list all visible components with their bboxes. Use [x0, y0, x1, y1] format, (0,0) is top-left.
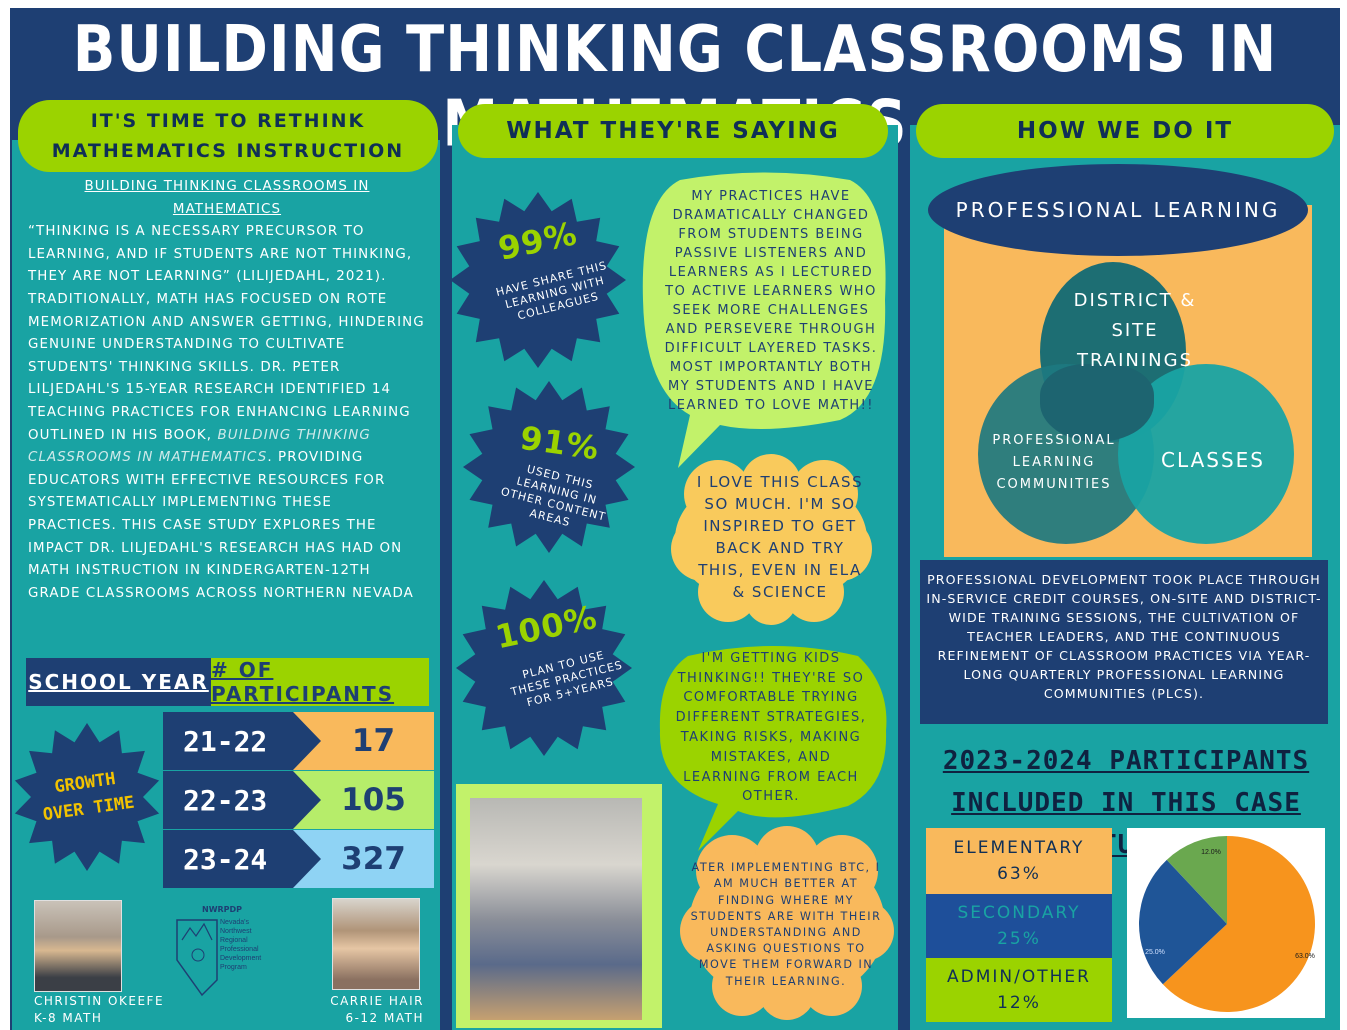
intro-text-part1: “THINKING IS A NECESSARY PRECURSOR TO LE… — [28, 224, 425, 443]
intro-subtitle: BUILDING THINKING CLASSROOMS IN MATHEMAT… — [84, 179, 370, 217]
legend-admin-pct: 12% — [997, 993, 1041, 1013]
venn-left-label: PROFESSIONAL LEARNING COMMUNITIES — [992, 433, 1116, 492]
quote4: ATER IMPLEMENTING BTC, I AM MUCH BETTER … — [690, 861, 882, 988]
stat-starburst-91 — [463, 381, 635, 553]
nwrpdp-logo: NWRPDP Nevada's Northwest Regional Profe… — [176, 905, 262, 997]
testimonials-header: WHAT THEY'RE SAYING — [458, 104, 888, 158]
book-title: BUILDING THINKING CLASSROOMS IN MATHEMAT… — [28, 427, 371, 466]
venn-top-label: DISTRICT & SITE TRAININGS — [1073, 290, 1197, 371]
stat-starburst-99 — [450, 192, 626, 368]
participants-header: # OF PARTICIPANTS — [211, 658, 429, 706]
count-23-24: 327 — [341, 841, 406, 877]
legend-elementary: ELEMENTARY 63% — [926, 828, 1112, 894]
legend-secondary-label: SECONDARY — [957, 903, 1081, 923]
quote3: I'M GETTING KIDS THINKING!! THEY'RE SO C… — [675, 650, 867, 805]
christin-photo — [34, 900, 122, 992]
quote1-bubble-shape — [642, 172, 886, 468]
pie-chart-card: 63.0% 25.0% 12.0% — [1127, 828, 1325, 1018]
year-cell-23-24: 23-24 — [163, 830, 321, 888]
legend-elementary-pct: 63% — [997, 864, 1041, 884]
quote1: MY PRACTICES HAVE DRAMATICALLY CHANGED F… — [664, 189, 878, 413]
venn-overlap — [1040, 364, 1154, 442]
participants-title: 2023-2024 PARTICIPANTS INCLUDED IN THIS … — [942, 746, 1310, 860]
pie-slice-secondary — [1138, 859, 1227, 985]
venn-right-label: CLASSES — [1161, 448, 1265, 472]
carrie-name: CARRIE HAIR — [330, 994, 424, 1008]
pie-label-admin-other: 12.0% — [1201, 849, 1221, 856]
legend-elementary-label: ELEMENTARY — [953, 838, 1085, 858]
legend-admin: ADMIN/OTHER 12% — [926, 958, 1112, 1022]
intro-column — [12, 140, 440, 660]
christin-caption: CHRISTIN OKEEFE K-8 MATH — [34, 993, 164, 1027]
carrie-photo — [332, 898, 420, 990]
method-header: HOW WE DO IT — [916, 104, 1334, 158]
year-cell-22-23: 22-23 — [163, 771, 321, 829]
legend-secondary-pct: 25% — [997, 929, 1041, 949]
legend-admin-label: ADMIN/OTHER — [947, 967, 1091, 987]
count-22-23: 105 — [341, 782, 406, 818]
christin-name: CHRISTIN OKEEFE — [34, 994, 165, 1008]
quote3-bubble-shape — [659, 646, 887, 851]
pie-label-elementary: 63.0% — [1295, 953, 1315, 960]
pie-slice-elementary — [1162, 836, 1315, 1012]
classroom-photo — [470, 798, 642, 1020]
quote4-cloud-shape — [680, 826, 894, 1020]
quote2: I LOVE THIS CLASS SO MUCH. I'M SO INSPIR… — [696, 473, 864, 601]
pie-slice-admin-other — [1166, 836, 1227, 924]
professional-development-text: PROFESSIONAL DEVELOPMENT TOOK PLACE THRO… — [920, 560, 1328, 724]
professional-learning-title: PROFESSIONAL LEARNING — [928, 164, 1308, 256]
intro-text-part2: . PROVIDING EDUCATORS WITH EFFECTIVE RES… — [28, 450, 414, 601]
year-cell-21-22: 21-22 — [163, 712, 321, 770]
logo-acronym: NWRPDP — [202, 905, 242, 914]
growth-starburst: GROWTH OVER TIME — [14, 723, 160, 871]
count-21-22: 17 — [351, 723, 396, 759]
intro-header: IT'S TIME TO RETHINK MATHEMATICS INSTRUC… — [18, 100, 438, 172]
carrie-role: 6-12 MATH — [345, 1011, 424, 1025]
logo-text: Nevada's Northwest Regional Professional… — [220, 919, 262, 971]
legend-secondary: SECONDARY 25% — [926, 894, 1112, 958]
pie-label-secondary: 25.0% — [1145, 949, 1165, 956]
stat-starburst-100 — [456, 580, 632, 756]
carrie-caption: CARRIE HAIR 6-12 MATH — [300, 993, 424, 1027]
school-year-header: SCHOOL YEAR — [26, 658, 235, 706]
christin-role: K-8 MATH — [34, 1011, 103, 1025]
pie-chart: 63.0% 25.0% 12.0% — [1138, 836, 1315, 1012]
intro-body: BUILDING THINKING CLASSROOMS IN MATHEMAT… — [28, 176, 426, 605]
quote2-cloud-shape — [671, 454, 872, 625]
